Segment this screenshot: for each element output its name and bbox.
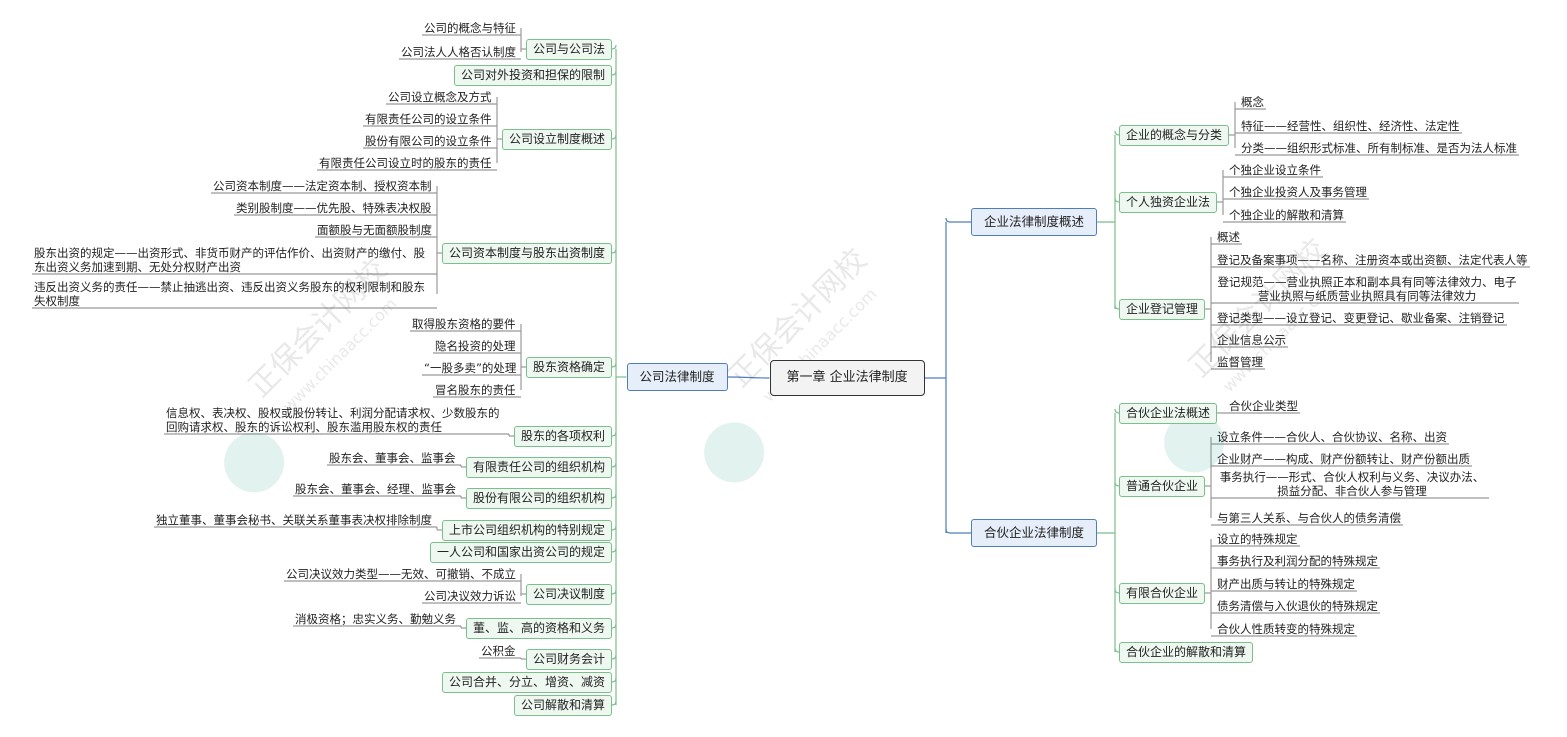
branch-left-9: 一人公司和国家出资公司的规定 [430, 541, 613, 563]
branch-left-4: 股东资格确定 [526, 356, 613, 378]
branch-left-13: 公司合并、分立、增资、减资 [442, 671, 613, 693]
leaf-left-10-1: 公司决议效力诉讼 [424, 589, 516, 603]
leaf-right-1-2-3: 债务清偿与入伙退伙的特殊规定 [1217, 599, 1378, 613]
link-right-1-2 [1114, 588, 1120, 594]
leaf-right-0-0-0: 概念 [1241, 95, 1264, 109]
branch-left-8: 上市公司组织机构的特别规定 [442, 519, 613, 541]
link-left-13 [611, 677, 617, 683]
leaf-right-0-2-4: 企业信息公示 [1217, 333, 1286, 347]
leaf-right-0-2-1: 登记及备案事项——名称、注册资本或出资额、法定代表人等 [1217, 253, 1528, 267]
branch-left-12: 公司财务会计 [526, 648, 613, 670]
branch-right-1-0: 合伙企业法概述 [1119, 402, 1218, 424]
branch-left-3: 公司资本制度与股东出资制度 [442, 242, 613, 264]
leaf-right-1-2-2: 财产出质与转让的特殊规定 [1217, 577, 1355, 591]
link-left-10 [611, 589, 617, 595]
branch-left-11: 董、监、高的资格和义务 [466, 617, 613, 639]
link-right-0-1 [1114, 197, 1120, 203]
root-topic: 第一章 企业法律制度 [769, 360, 925, 396]
leaf-left-4-1: 隐名投资的处理 [435, 339, 516, 353]
link-right-1-0 [1114, 408, 1120, 414]
leaf-left-12-0: 公积金 [481, 644, 516, 658]
topic-company-law: 公司法律制度 [626, 363, 728, 391]
link-left-6 [611, 462, 617, 468]
leaf-right-0-2-5: 监督管理 [1217, 355, 1263, 369]
link-left-11 [611, 623, 617, 629]
branch-left-0: 公司与公司法 [526, 38, 613, 60]
branch-left-1: 公司对外投资和担保的限制 [454, 64, 613, 86]
leaf-left-3-4: 违反出资义务的责任——禁止抽逃出资、违反出资义务股东的权利限制和股东失权制度 [34, 280, 425, 308]
leaf-right-0-1-2: 个独企业的解散和清算 [1229, 208, 1344, 222]
link-left-5 [611, 431, 617, 437]
leaf-right-1-1-0: 设立条件——合伙人、合伙协议、名称、出资 [1217, 430, 1447, 444]
branch-right-0-1: 个人独资企业法 [1119, 191, 1218, 213]
leaf-left-5-0: 信息权、表决权、股权或股份转让、利润分配请求权、少数股东的回购请求权、股东的诉讼… [166, 406, 500, 434]
link-left-9 [611, 547, 617, 553]
leaf-right-0-1-1: 个独企业投资人及事务管理 [1229, 185, 1367, 199]
leaf-left-4-3: 冒名股东的责任 [435, 383, 516, 397]
topic-right-1: 合伙企业法律制度 [971, 519, 1098, 547]
branch-left-10: 公司决议制度 [526, 583, 613, 605]
leaf-left-0-0: 公司的概念与特征 [424, 21, 516, 35]
leaf-right-0-0-1: 特征——经营性、组织性、经济性、法定性 [1241, 119, 1460, 133]
link-left-3 [611, 248, 617, 254]
leaf-left-2-2: 股份有限公司的设立条件 [365, 134, 492, 148]
branch-right-1-2: 有限合伙企业 [1119, 582, 1206, 604]
leaf-left-2-1: 有限责任公司的设立条件 [365, 112, 492, 126]
link-left-0 [611, 44, 617, 50]
topic-right-0: 企业法律制度概述 [971, 208, 1098, 236]
leaf-left-8-0: 独立董事、董事会秘书、关联关系董事表决权排除制度 [156, 513, 432, 527]
branch-left-5: 股东的各项权利 [514, 425, 613, 447]
leaf-left-4-2: “一股多卖”的处理 [424, 361, 517, 375]
link-right-1-1 [1114, 481, 1120, 487]
link-root-company-law [727, 376, 770, 379]
leaf-right-0-2-3: 登记类型——设立登记、变更登记、歇业备案、注销登记 [1217, 311, 1505, 325]
link-left-8 [611, 525, 617, 531]
branch-right-1-3: 合伙企业的解散和清算 [1119, 641, 1254, 663]
link-right-0-2 [1114, 304, 1120, 310]
leaf-right-1-2-4: 合伙人性质转变的特殊规定 [1217, 622, 1355, 636]
leaf-right-1-1-1: 企业财产——构成、财产份额转让、财产份额出质 [1217, 452, 1470, 466]
leaf-right-1-1-2: 事务执行——形式、合伙人权利与义务、决议办法、损益分配、非合伙人参与管理 [1219, 470, 1485, 498]
link-left-12 [611, 654, 617, 660]
leaf-right-1-1-3: 与第三人关系、与合伙人的债务清偿 [1217, 511, 1401, 525]
leaf-left-10-0: 公司决议效力类型——无效、可撤销、不成立 [286, 567, 516, 581]
leaf-right-0-2-2: 登记规范——营业执照正本和副本具有同等法律效力、电子营业执照与纸质营业执照具有同… [1217, 275, 1517, 303]
leaf-left-3-0: 公司资本制度——法定资本制、授权资本制 [213, 179, 432, 193]
leaf-left-7-0: 股东会、董事会、经理、监事会 [295, 482, 456, 496]
leaf-left-3-1: 类别股制度——优先股、特殊表决权股 [236, 201, 432, 215]
leaf-right-0-1-0: 个独企业设立条件 [1229, 163, 1321, 177]
leaf-right-0-2-0: 概述 [1217, 230, 1240, 244]
link-left-4 [611, 362, 617, 368]
leaf-left-3-3: 股东出资的规定——出资形式、非货币财产的评估作价、出资财产的缴付、股东出资义务加… [34, 246, 425, 274]
link-left-2 [611, 134, 617, 140]
link-right-1 [945, 528, 971, 534]
leaf-left-6-0: 股东会、董事会、监事会 [329, 451, 456, 465]
link-left-7 [611, 493, 617, 499]
branch-right-0-0: 企业的概念与分类 [1119, 124, 1230, 146]
leaf-right-0-0-2: 分类——组织形式标准、所有制标准、是否为法人标准 [1241, 141, 1517, 155]
link-left-14 [611, 700, 617, 706]
leaf-left-2-0: 公司设立概念及方式 [388, 90, 492, 104]
branch-left-14: 公司解散和清算 [514, 694, 613, 716]
leaf-right-1-2-1: 事务执行及利润分配的特殊规定 [1217, 554, 1378, 568]
branch-right-1-1: 普通合伙企业 [1119, 475, 1206, 497]
link-right-1-3 [1114, 647, 1120, 653]
leaf-left-11-0: 消极资格；忠实义务、勤勉义务 [295, 612, 456, 626]
branch-left-2: 公司设立制度概述 [502, 128, 613, 150]
link-right-0-0 [1114, 130, 1120, 136]
leaf-left-4-0: 取得股东资格的要件 [412, 317, 516, 331]
leaf-right-1-0-0: 合伙企业类型 [1229, 399, 1298, 413]
leaf-right-1-2-0: 设立的特殊规定 [1217, 532, 1298, 546]
leaf-left-2-3: 有限责任公司设立时的股东的责任 [319, 156, 492, 170]
leaf-left-3-2: 面额股与无面额股制度 [317, 223, 432, 237]
branch-left-7: 股份有限公司的组织机构 [466, 487, 613, 509]
branch-left-6: 有限责任公司的组织机构 [466, 456, 613, 478]
link-right-0 [945, 217, 971, 223]
leaf-left-0-1: 公司法人人格否认制度 [401, 45, 516, 59]
link-left-1 [611, 70, 617, 76]
branch-right-0-2: 企业登记管理 [1119, 298, 1206, 320]
